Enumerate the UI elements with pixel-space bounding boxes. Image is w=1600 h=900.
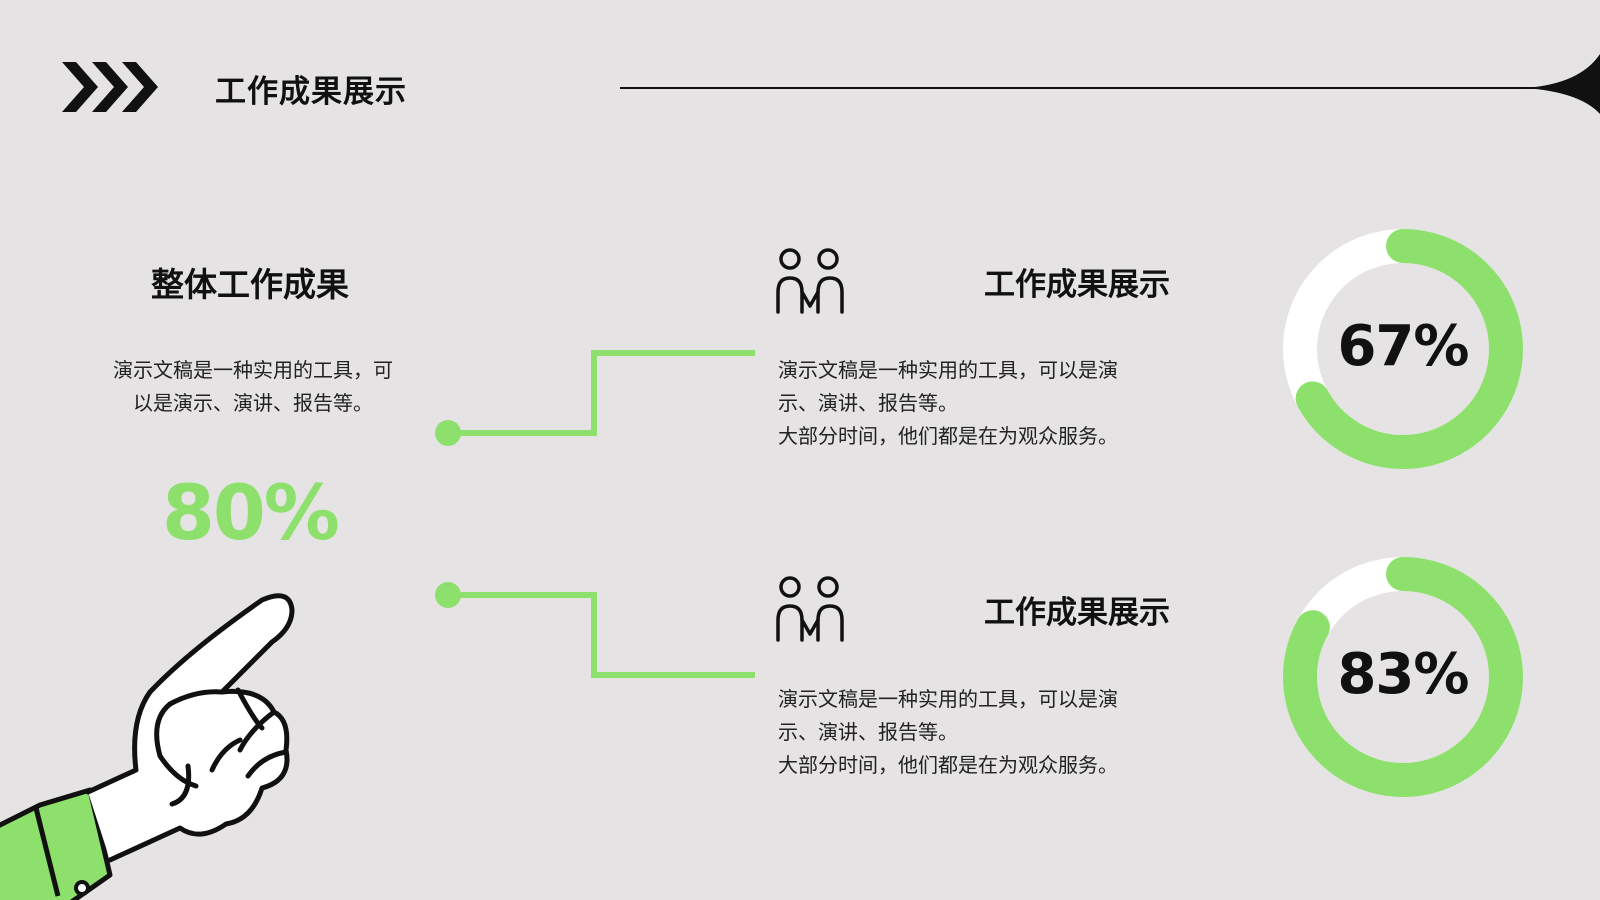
overall-description-line: 以是演示、演讲、报告等。 (133, 391, 373, 415)
progress-donut (1283, 229, 1523, 469)
overall-percent: 80% (162, 468, 340, 557)
connector-lines (435, 350, 755, 678)
card-title: 工作成果展示 (984, 267, 1170, 303)
card-description: 演示文稿是一种实用的工具，可以是演 示、演讲、报告等。 大部分时间，他们都是在为… (778, 354, 1178, 453)
card-description-line: 演示文稿是一种实用的工具，可以是演 (778, 358, 1118, 382)
donut-progress-arc (1283, 229, 1523, 469)
page-title: 工作成果展示 (215, 74, 407, 110)
card-description-line: 演示文稿是一种实用的工具，可以是演 (778, 687, 1118, 711)
card-description-line: 示、演讲、报告等。 (778, 391, 958, 415)
overall-description-line: 演示文稿是一种实用的工具，可 (113, 358, 393, 382)
triple-chevron-right-icon (62, 62, 158, 112)
header-divider (620, 54, 1600, 114)
donut-percent-label: 83% (1337, 642, 1469, 707)
pointing-hand-illustration (0, 593, 295, 900)
donut-percent-label: 67% (1337, 314, 1469, 379)
card-description-line: 大部分时间，他们都是在为观众服务。 (778, 753, 1118, 777)
overall-description: 演示文稿是一种实用的工具，可 以是演示、演讲、报告等。 (88, 354, 418, 420)
progress-donut (1283, 557, 1523, 797)
donut-progress-arc (1283, 557, 1523, 797)
card-description: 演示文稿是一种实用的工具，可以是演 示、演讲、报告等。 大部分时间，他们都是在为… (778, 683, 1178, 782)
overall-title: 整体工作成果 (151, 265, 349, 304)
card-description-line: 大部分时间，他们都是在为观众服务。 (778, 424, 1118, 448)
people-icon (776, 576, 844, 642)
card-description-line: 示、演讲、报告等。 (778, 720, 958, 744)
card-title: 工作成果展示 (984, 595, 1170, 631)
people-icon (776, 248, 844, 314)
